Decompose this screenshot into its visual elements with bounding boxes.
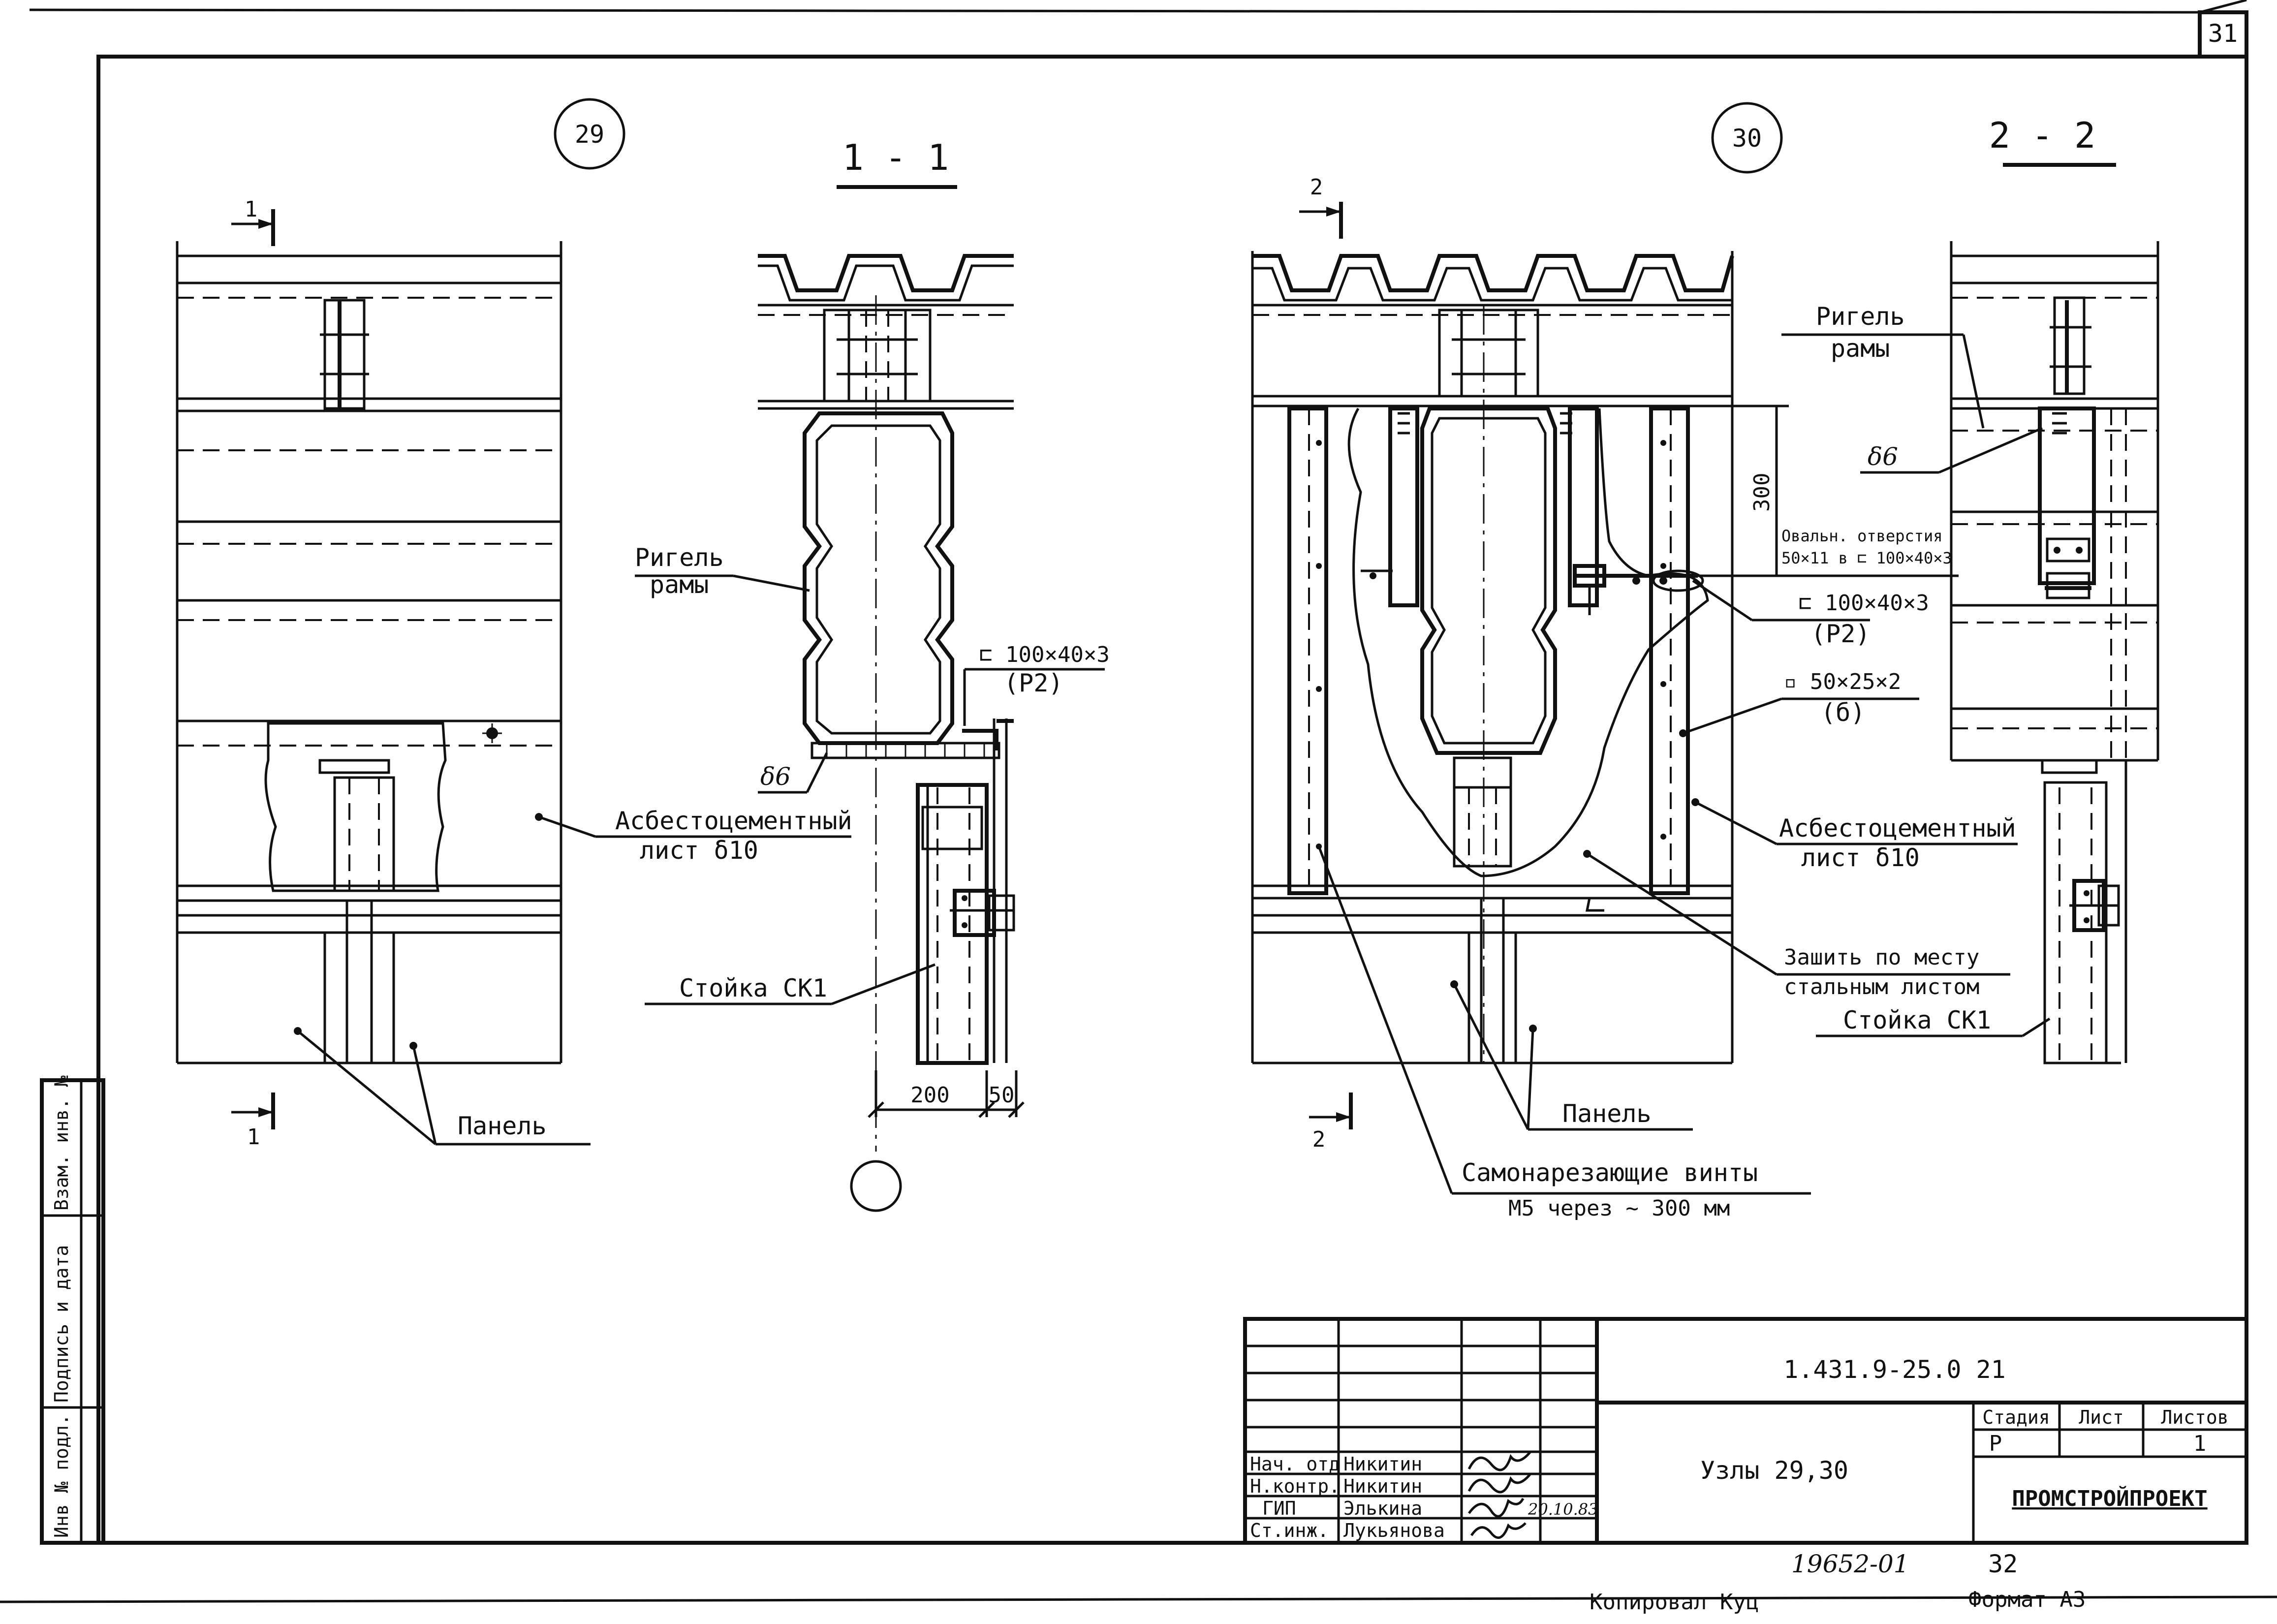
axis-bubble [850, 1160, 902, 1212]
section-mark-1-top: 1 [245, 197, 258, 222]
sheet-header: Лист [2079, 1406, 2124, 1428]
sheets-value: 1 [2193, 1431, 2207, 1456]
section-mark-2-top: 2 [1310, 175, 1323, 200]
section-1-1: 1 - 1 [635, 137, 1110, 1212]
node-30-screws-spacing: М5 через ~ 300 мм [1508, 1196, 1730, 1221]
title-block: 1.431.9-25.0 21 Узлы 29,30 Стадия Лист Л… [1243, 1317, 2248, 1545]
paper-format: Формат А3 [1968, 1587, 2086, 1612]
node-30-sew-label: Зашить по месту [1784, 945, 1979, 970]
node-30-channel-mark: (Р2) [1811, 620, 1870, 648]
node-30-asbestos-label: Асбестоцементный [1779, 814, 2016, 843]
side-stamp-original-inv: Инв № подл. [51, 1414, 72, 1538]
section-2-2-riegel-label: Ригель [1816, 302, 1905, 331]
section-2-2-title: 2 - 2 [1989, 115, 2096, 156]
side-stamp-replacement-inv: Взам. инв. № [51, 1075, 72, 1211]
name-norm-control: Никитин [1343, 1475, 1422, 1497]
section-2-2-plate-label: δ6 [1868, 442, 1898, 471]
stage-value: Р [1989, 1431, 2002, 1456]
section-2-2-riegel-frame: рамы [1831, 334, 1890, 363]
date-chief-engineer: 20.10.83 [1528, 1500, 1598, 1519]
node-29-elevation: 29 1 1 [176, 98, 852, 1150]
signature-scribble [1470, 1522, 1527, 1539]
stage-header: Стадия [1982, 1406, 2050, 1428]
section-1-1-channel-mark: (Р2) [1004, 669, 1063, 697]
node-29-asbestos-thickness: лист δ10 [640, 836, 758, 865]
dimension-200: 200 [910, 1083, 949, 1108]
section-1-1-title: 1 - 1 [842, 137, 949, 178]
node-30-screws-label: Самонарезающие винты [1462, 1158, 1758, 1187]
role-norm-control: Н.контр. [1250, 1475, 1340, 1497]
section-1-1-riegel-label: Ригель [635, 543, 724, 572]
node-30-number: 30 [1732, 124, 1762, 153]
archive-number: 19652-01 [1791, 1550, 1909, 1578]
section-1-1-column-label: Стойка СК1 [679, 974, 827, 1002]
section-mark-1-bottom: 1 [247, 1124, 260, 1150]
role-chief-engineer: ГИП [1262, 1498, 1296, 1519]
node-30-sew-material: стальным листом [1784, 974, 1979, 999]
node-30-oval-holes-label: Овальн. отверстия [1781, 527, 1943, 545]
node-29-panel-label: Панель [458, 1112, 547, 1140]
sheet-number: 31 [2208, 19, 2238, 48]
dimension-50: 50 [989, 1083, 1015, 1108]
drawing-title: Узлы 29,30 [1700, 1456, 1848, 1485]
node-29-number-circle [554, 98, 625, 170]
node-30-asbestos-thickness: лист δ10 [1801, 843, 1920, 872]
node-30-oval-holes-size: 50×11 в ⊏ 100×40×3 [1781, 549, 1952, 567]
side-stamp: Взам. инв. № Подпись и дата Инв № подл. [40, 1075, 105, 1545]
name-chief-engineer: Элькина [1343, 1498, 1422, 1519]
drawing-code: 1.431.9-25.0 21 [1783, 1355, 2006, 1384]
sheets-header: Листов [2161, 1406, 2228, 1428]
section-1-1-channel-label: ⊏ 100×40×3 [979, 642, 1110, 667]
side-stamp-signature-date: Подпись и дата [51, 1245, 72, 1403]
signature-scribble [1467, 1498, 1525, 1518]
section-2-2: 2 - 2 [1781, 115, 2159, 1064]
page-number: 32 [1988, 1550, 2018, 1578]
node-29-number: 29 [575, 120, 604, 149]
node-30-panel-label: Панель [1562, 1099, 1652, 1128]
section-1-1-plate-label: δ6 [760, 762, 791, 791]
node-30-channel-label: ⊏ 100×40×3 [1799, 591, 1929, 616]
copied-by: Копировал Куц [1590, 1590, 1759, 1615]
role-head-of-dept: Нач. отд [1250, 1453, 1340, 1475]
name-head-of-dept: Никитин [1343, 1453, 1422, 1475]
section-1-1-riegel-frame: рамы [650, 570, 709, 599]
node-30-tube-label: ▫ 50×25×2 [1784, 669, 1901, 694]
node-29-asbestos-label: Асбестоцементный [615, 807, 852, 835]
organization: ПРОМСТРОЙПРОЕКТ [2012, 1485, 2207, 1511]
signature-scribble [1467, 1451, 1531, 1471]
node-30-elevation: 30 2 2 [1251, 102, 2018, 1221]
dimension-300: 300 [1749, 473, 1775, 512]
signature-scribble [1467, 1473, 1531, 1494]
node-30-tube-mark: (б) [1821, 698, 1865, 727]
name-senior-engineer: Лукьянова [1343, 1520, 1445, 1541]
section-2-2-column-label: Стойка СК1 [1843, 1006, 1991, 1034]
section-mark-2-bottom: 2 [1312, 1127, 1326, 1152]
role-senior-engineer: Ст.инж. [1250, 1520, 1329, 1541]
node-30-number-circle [1711, 102, 1783, 174]
